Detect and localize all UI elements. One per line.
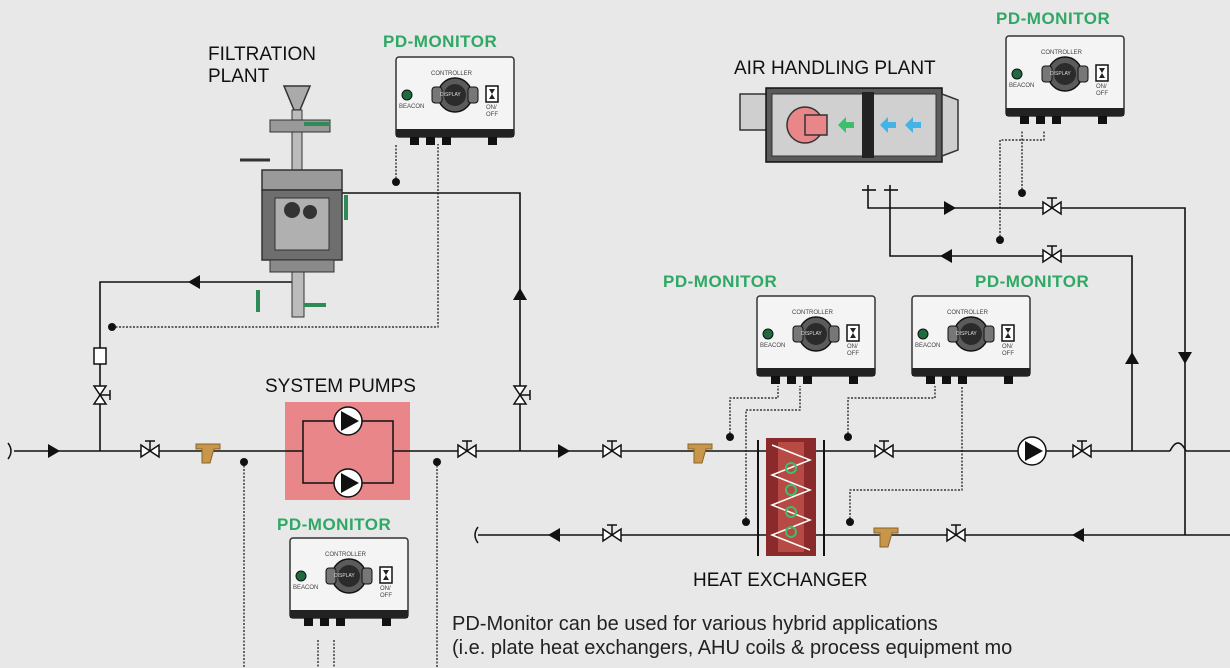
display-label: DISPLAY — [1050, 71, 1071, 77]
display-label: DISPLAY — [440, 92, 461, 98]
air-handling-plant-label: AIR HANDLING PLANT — [734, 58, 936, 79]
filtration-plant-label-line2: PLANT — [208, 65, 270, 87]
switch-label-line1: ON/ — [1096, 84, 1107, 90]
switch-label-line1: ON/ — [847, 344, 858, 350]
switch-label-line1: ON/ — [380, 586, 391, 592]
switch-label-line2: OFF — [1096, 91, 1108, 97]
display-label: DISPLAY — [801, 331, 822, 337]
switch-label-line2: OFF — [380, 593, 392, 599]
pd-monitor-title: PD-MONITOR — [975, 272, 1090, 291]
beacon-label: BEACON — [1009, 83, 1035, 89]
flow-arrows — [7, 201, 1192, 544]
beacon-label: BEACON — [399, 104, 425, 110]
controller-title: CONTROLLER — [1041, 50, 1083, 56]
valves — [93, 197, 1092, 542]
controller-title: CONTROLLER — [792, 310, 834, 316]
sensor-wires — [112, 130, 1045, 668]
heat-exchanger-label: HEAT EXCHANGER — [693, 570, 868, 591]
switch-label-line1: ON/ — [486, 105, 497, 111]
switch-label-line2: OFF — [486, 112, 498, 118]
pd-monitor-title: PD-MONITOR — [663, 272, 778, 291]
filtration-plant-label: FILTRATION PLANT — [208, 44, 316, 88]
filtration-plant-label-line1: FILTRATION — [208, 44, 317, 65]
air-handling-unit — [739, 87, 959, 163]
display-label: DISPLAY — [334, 573, 355, 579]
switch-label-line2: OFF — [847, 351, 859, 357]
heat-exchanger — [757, 438, 825, 556]
system-pumps — [285, 402, 410, 500]
switch-label-line2: OFF — [1002, 351, 1014, 357]
controller-title: CONTROLLER — [431, 71, 473, 77]
caption-line1: PD-Monitor can be used for various hybri… — [452, 613, 938, 635]
system-pumps-label: SYSTEM PUMPS — [265, 376, 416, 397]
beacon-label: BEACON — [915, 343, 941, 349]
controller-title: CONTROLLER — [325, 552, 367, 558]
caption: PD-Monitor can be used for various hybri… — [452, 612, 1012, 660]
caption-line2: (i.e. plate heat exchangers, AHU coils &… — [452, 637, 1013, 659]
beacon-label: BEACON — [293, 585, 319, 591]
beacon-label: BEACON — [760, 343, 786, 349]
controller-title: CONTROLLER — [947, 310, 989, 316]
pd-monitor-title: PD-MONITOR — [996, 9, 1111, 28]
filtration-plant — [240, 85, 348, 318]
display-label: DISPLAY — [956, 331, 977, 337]
switch-label-line1: ON/ — [1002, 344, 1013, 350]
circulation-pump — [1017, 436, 1047, 466]
pd-monitor-title: PD-MONITOR — [277, 515, 392, 534]
pd-monitor-title: PD-MONITOR — [383, 32, 498, 51]
